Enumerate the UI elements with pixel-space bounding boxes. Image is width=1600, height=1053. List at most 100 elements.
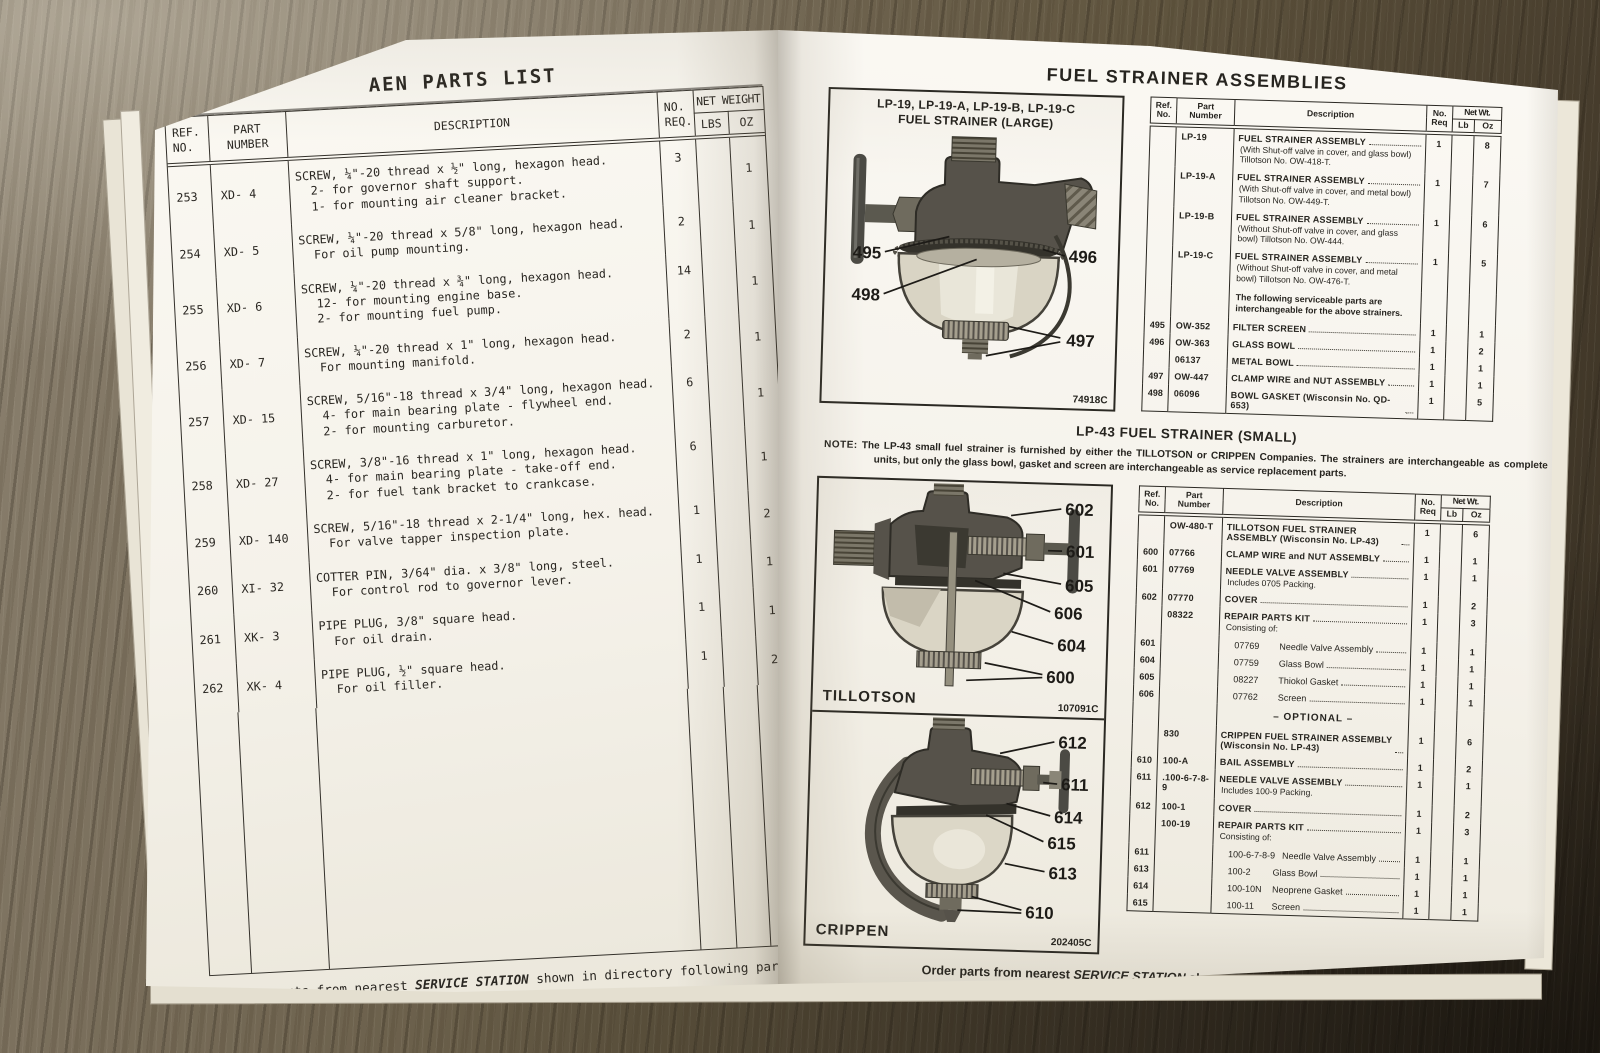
cell-part-number: 100-A: [1157, 751, 1216, 770]
cell-no-req: 1: [1406, 775, 1434, 806]
cell-part-number: .100-6-7-8-9: [1156, 768, 1216, 799]
figure-tillotson: 602 601 605 606 604 600 TILLOTSON 107091…: [812, 478, 1111, 719]
dotted-leader: [1341, 684, 1406, 688]
cell-no-req: 2: [662, 203, 701, 254]
dotted-leader: [1405, 412, 1414, 414]
cell-lbs: [713, 490, 751, 541]
description-text: CLAMP WIRE and NUT ASSEMBLY: [1225, 548, 1381, 564]
cell-lb: [1443, 392, 1467, 421]
cell-no-req: 1: [1411, 612, 1438, 643]
cell-lb: [1439, 522, 1463, 552]
dotted-leader: [1376, 651, 1407, 654]
dotted-leader: [1296, 365, 1415, 370]
sub-part-name: Needle Valve Assembly: [1279, 641, 1374, 655]
cell-no-req: 1: [1422, 213, 1450, 254]
cell-lbs: [698, 201, 735, 252]
sub-part-number: 100-10N: [1226, 882, 1262, 894]
cell-no-req: [1420, 292, 1448, 325]
description-text: COVER: [1224, 594, 1258, 606]
note-label: NOTE:: [823, 439, 858, 451]
dotted-leader: [1351, 576, 1409, 580]
cell-oz: 1: [1478, 329, 1485, 341]
sub-part-name: Glass Bowl: [1278, 658, 1324, 671]
cell-oz: 2: [1464, 810, 1471, 821]
cell-no-req: [1408, 709, 1435, 733]
sub-part-number: 100-6-7-8-9: [1228, 848, 1276, 861]
col-header-req: NO.REQ.: [656, 90, 695, 140]
cell-ref-no: 604: [1134, 650, 1161, 669]
cell-part-number: XD- 140: [228, 513, 309, 567]
cell-ref-no: 262: [193, 663, 239, 715]
cell-ref-no: [1143, 349, 1170, 368]
cell-description: BOWL GASKET (Wisconsin No. QD-653): [1225, 386, 1419, 420]
table-note: The following serviceable parts are inte…: [1235, 291, 1403, 319]
cell-no-req: 1: [677, 492, 717, 543]
callout-605: 605: [1065, 576, 1094, 596]
callout-602: 602: [1065, 500, 1094, 520]
tillotson-strainer-drawing: 602 601 605 606 604 600: [833, 483, 1095, 688]
dotted-leader: [1395, 752, 1404, 754]
cell-oz: 1: [1471, 573, 1478, 584]
cell-no-req: 1: [1411, 596, 1439, 614]
cell-no-req: 1: [1419, 324, 1447, 342]
cell-lbs: [694, 135, 733, 204]
cell-no-req: 1: [1413, 521, 1441, 552]
cell-lb: [1444, 375, 1467, 394]
cell-part-number: OW-363: [1169, 333, 1229, 353]
callout-497: 497: [1066, 331, 1095, 351]
cell-lb: [1434, 710, 1457, 734]
cell-part-number: [1159, 668, 1219, 688]
cell-lbs: [700, 250, 739, 316]
dotted-leader: [1388, 385, 1415, 387]
cell-ref-no: 254: [171, 228, 216, 280]
cell-ref-no: 611: [1128, 841, 1155, 860]
cell-oz: 1: [1469, 647, 1475, 658]
cell-oz: 1: [1462, 872, 1469, 883]
cell-no-req: 14: [665, 251, 705, 318]
cell-oz: 1: [747, 217, 756, 232]
cell-lb: [1437, 613, 1460, 644]
figure-lp19-large-strainer: LP-19, LP-19-A, LP-19-B, LP-19-C FUEL ST…: [819, 86, 1125, 412]
cell-ref-no: 496: [1143, 332, 1171, 351]
cell-lb: [1428, 901, 1452, 920]
description-subtext: (With Shut-off valve in cover, and glass…: [1239, 143, 1412, 168]
cell-ref-no: [1147, 165, 1176, 206]
dotted-leader: [1365, 262, 1418, 265]
cell-lb: [1447, 253, 1471, 294]
callout-604: 604: [1057, 636, 1086, 656]
col-header-oz: Oz: [1462, 508, 1490, 524]
sub-part-number: 100-11: [1226, 899, 1255, 911]
large-strainer-drawing: 495 498 496 497: [850, 136, 1097, 360]
callout-612: 612: [1058, 733, 1087, 753]
dotted-leader: [1260, 602, 1408, 608]
cell-part-number: LP-19: [1175, 125, 1235, 169]
cell-oz: 1: [1465, 781, 1471, 792]
cell-part-number: XD- 27: [224, 449, 307, 518]
cell-part-number: 100-1: [1155, 796, 1215, 816]
cell-lbs: [718, 587, 756, 639]
cell-description: FUEL STRAINER ASSEMBLY(Without Shut-off …: [1230, 207, 1424, 253]
cell-ref-no: [1128, 813, 1156, 843]
callout-611: 611: [1061, 775, 1089, 795]
dotted-leader: [1309, 700, 1405, 705]
cell-ref-no: 612: [1129, 796, 1157, 814]
cell-ref-no: 615: [1126, 892, 1154, 912]
cell-lb: [1450, 133, 1475, 176]
cell-ref-no: [1135, 604, 1162, 635]
cell-part-number: 07769: [1162, 559, 1222, 591]
cell-oz: 6: [1466, 737, 1473, 748]
cell-no-req: 1: [1409, 675, 1437, 694]
sub-part-number: 07762: [1232, 691, 1258, 703]
dotted-leader: [1320, 875, 1400, 879]
cell-part-number: XK- 3: [233, 610, 314, 664]
dotted-leader: [1345, 893, 1400, 896]
description-text: BAIL ASSEMBLY: [1219, 757, 1295, 770]
cell-no-req: 1: [1418, 375, 1445, 393]
cell-ref-no: [1145, 244, 1173, 285]
